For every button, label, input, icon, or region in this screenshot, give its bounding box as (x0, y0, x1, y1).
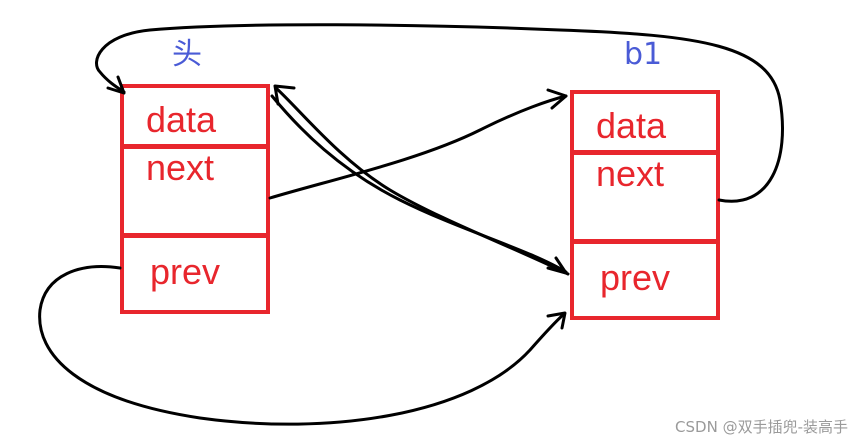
head-prev-to-b1-prev-arrowhead (546, 311, 567, 330)
head-to-b1-prev-arrowhead (546, 256, 568, 275)
head-next-label: next (146, 147, 215, 188)
head-to-b1-prev-arrow (270, 94, 568, 274)
head-prev-to-b1-prev-arrow (38, 265, 566, 426)
b1-next-to-head-arrowhead (106, 75, 126, 95)
head-data-label: data (146, 99, 217, 140)
b1-prev-label: prev (600, 257, 671, 298)
b1-node-title: b1 (624, 37, 663, 72)
head-prev-cell (120, 234, 270, 314)
head-next-to-b1-arrowhead (546, 88, 568, 110)
csdn-watermark: CSDN @双手插兜-装高手 (675, 418, 848, 436)
head-next-to-b1-arrow (268, 94, 568, 200)
b1-prev-to-head-arrowhead (273, 84, 296, 106)
b1-data-label: data (596, 105, 667, 146)
head-prev-label: prev (150, 251, 221, 292)
head-node-title: 头 (172, 37, 202, 72)
b1-prev-to-head-arrow (274, 86, 570, 276)
b1-prev-cell (570, 240, 720, 320)
b1-next-to-head-arrow (95, 23, 784, 203)
b1-next-label: next (596, 153, 665, 194)
